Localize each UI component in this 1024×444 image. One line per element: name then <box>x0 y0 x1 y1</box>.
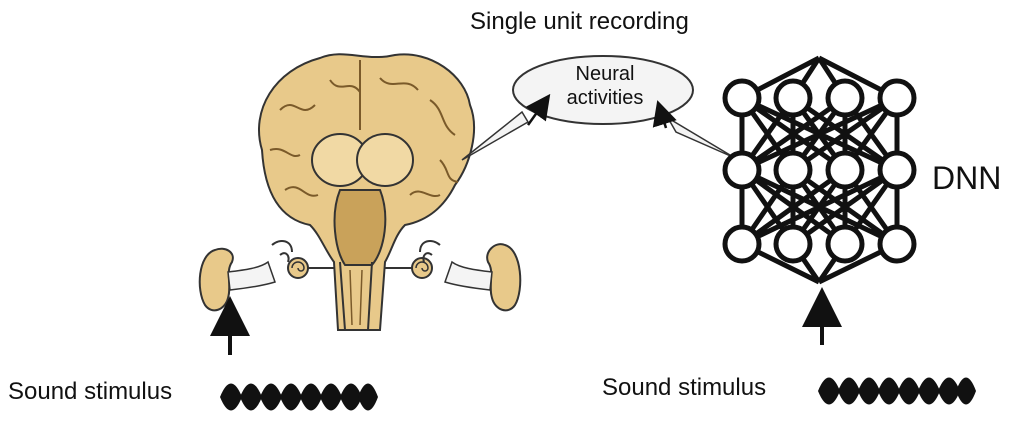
dnn-nodes <box>722 78 917 264</box>
diagram-title: Single unit recording <box>470 8 689 35</box>
sound-waveform-right <box>818 377 976 405</box>
left-stimulus-label: Sound stimulus <box>8 378 173 405</box>
arrow-brain-to-bubble <box>525 93 551 126</box>
neural-activities-bubble <box>461 55 736 161</box>
brain-illustration <box>258 53 476 331</box>
bubble-line-1: Neural <box>575 63 635 85</box>
right-stimulus-label: Sound stimulus <box>602 374 767 401</box>
bubble-text: Neural activities <box>515 62 695 110</box>
dnn-label: DNN <box>932 160 1002 196</box>
left-ear-illustration <box>198 239 335 312</box>
arrow-dnn-to-bubble <box>652 100 677 129</box>
bubble-line-2: activities <box>566 87 644 109</box>
sound-waveform-left <box>220 383 378 411</box>
right-ear-illustration <box>385 239 522 312</box>
dnn-network <box>739 55 900 285</box>
